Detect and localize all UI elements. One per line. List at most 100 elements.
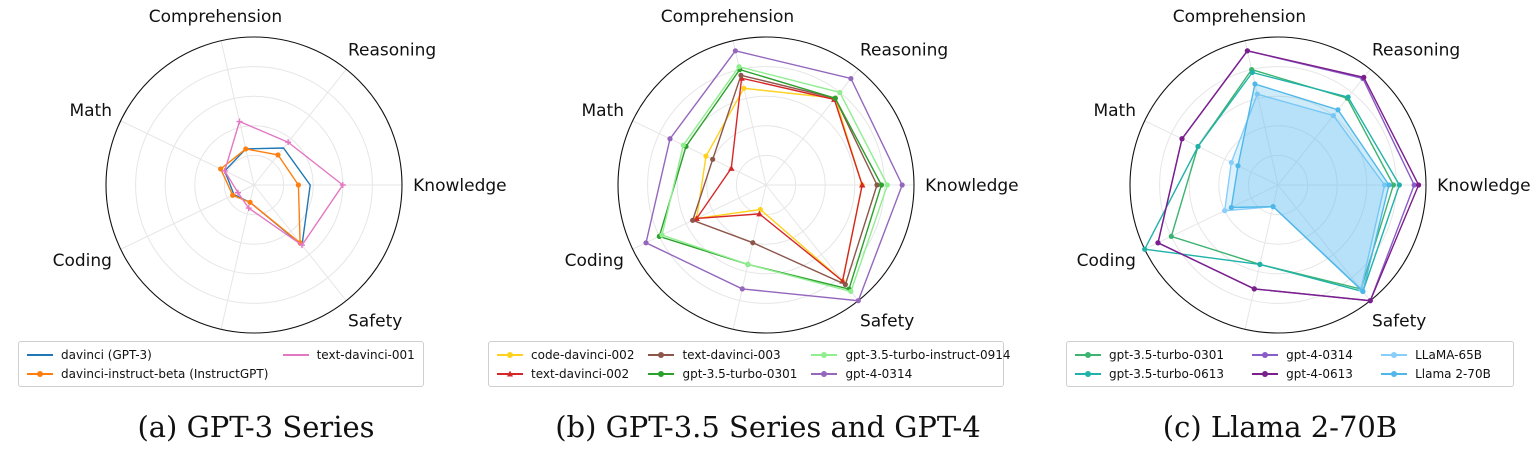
point-text-davinci-001-math [221,167,228,174]
legend-item-davinci-instruct-beta-instructgpt: davinci-instruct-beta (InstructGPT) [27,365,269,382]
point-gpt-4-0314-reasoning [848,75,854,82]
series-line-gpt-4-0613 [1157,50,1420,302]
point-gpt-3-5-turbo-0301-knowledge [1390,182,1397,188]
legend-swatch [1075,350,1101,360]
spoke-multilingual [732,184,767,330]
legend-item-gpt-4-0314: gpt-4-0314 [811,365,1010,382]
point-gpt-3-5-turbo-0613-math [1195,143,1201,150]
axis-label-math: Math [581,101,624,121]
axis-label-safety: Safety [348,311,402,331]
legend-item-text-davinci-001: text-davinci-001 [282,346,415,363]
legend-item-gpt-3-5-turbo-instruct-0914: gpt-3.5-turbo-instruct-0914 [811,346,1010,363]
legend-swatch [1381,350,1408,360]
axis-label-coding: Coding [565,251,624,271]
legend-a: davinci (GPT-3) davinci-instruct-beta (In… [18,341,424,387]
series-line-text-davinci-002 [695,77,863,283]
axis-label-reasoning: Reasoning [1372,41,1460,61]
axis-label-knowledge: Knowledge [413,176,506,196]
point-text-davinci-002-multilingual [756,210,763,217]
legend-item-gpt-3-5-turbo-0301: gpt-3.5-turbo-0301 [1075,346,1238,363]
point-code-davinci-002-comprehension [741,85,747,91]
point-gpt-4-0613-coding [1155,240,1161,246]
spoke-coding [632,184,767,250]
point-text-davinci-003-math [710,156,716,162]
axis-label-reasoning: Reasoning [860,41,948,61]
spoke-reasoning [253,68,347,186]
caption-c: (c) Llama 2-70B [1162,410,1398,444]
axis-label-math: Math [1093,101,1136,121]
point-gpt-3-5-turbo-instruct-0914-comprehension [736,64,742,70]
point-davinci-instruct-beta-instructgpt-coding [230,192,236,198]
point-text-davinci-003-multilingual [750,240,756,246]
point-gpt-3-5-turbo-0613-reasoning [1345,94,1351,100]
spoke-coding [1144,184,1279,250]
radar-chart-b: KnowledgeReasoningComprehensionMathCodin… [565,7,1019,365]
legend-label: gpt-3.5-turbo-0301 [1109,347,1224,362]
axis-label-knowledge: Knowledge [925,176,1018,196]
point-llama-65b-coding [1222,208,1228,214]
point-code-davinci-002-multilingual [757,206,764,213]
point-llama-2-70b-math [1235,163,1241,169]
legend-label: davinci (GPT-3) [61,347,152,362]
legend-swatch [497,350,523,360]
legend-swatch [648,350,675,360]
spoke-math [120,120,255,186]
point-text-davinci-003-safety [842,281,848,288]
axis-label-safety: Safety [860,311,914,331]
outer-ring [105,36,403,334]
legend-label: gpt-3.5-turbo-instruct-0914 [845,347,1011,362]
point-text-davinci-001-comprehension [236,118,243,125]
point-gpt-3-5-turbo-instruct-0914-coding [659,232,665,238]
point-gpt-3-5-turbo-0301-knowledge [878,182,885,188]
point-gpt-4-0314-safety [855,298,861,304]
point-gpt-3-5-turbo-0613-knowledge [1396,182,1402,188]
legend-swatch [1252,350,1279,360]
series-line-text-davinci-001 [223,120,344,247]
point-davinci-instruct-beta-instructgpt-multilingual [247,199,253,205]
axis-label-comprehension: Comprehension [149,7,282,27]
point-text-davinci-001-reasoning [285,139,292,146]
series-line-text-davinci-003 [691,74,878,286]
point-davinci-instruct-beta-instructgpt-reasoning [275,152,281,158]
point-text-davinci-002-math [728,165,735,171]
point-gpt-3-5-turbo-0613-coding [1142,246,1148,252]
point-text-davinci-003-knowledge [874,182,880,188]
point-text-davinci-001-safety [298,242,305,249]
legend-label: code-davinci-002 [531,347,635,362]
legend-label: davinci-instruct-beta (InstructGPT) [61,366,269,381]
point-llama-2-70b-comprehension [1252,81,1258,87]
legend-swatch [27,350,53,360]
point-gpt-3-5-turbo-0613-comprehension [1249,69,1255,76]
spoke-safety [1277,184,1371,302]
point-text-davinci-003-coding [690,217,696,223]
legend-label: gpt-4-0314 [845,366,913,381]
series-line-gpt-3-5-turbo-0613 [1143,71,1401,293]
legend-label: Llama 2-70B [1415,366,1491,381]
axis-label-knowledge: Knowledge [1437,176,1530,196]
legend-item-code-davinci-002: code-davinci-002 [497,346,634,363]
legend-item-gpt-4-0314: gpt-4-0314 [1252,346,1367,363]
point-gpt-4-0613-knowledge [1416,182,1422,188]
point-gpt-4-0314-comprehension [732,48,738,54]
legend-label: text-davinci-003 [682,347,781,362]
point-davinci-instruct-beta-instructgpt-knowledge [295,182,301,188]
point-llama-2-70b-multilingual [1270,204,1276,210]
radar-chart-a: KnowledgeReasoningComprehensionMathCodin… [53,7,507,365]
point-llama-65b-math [1228,159,1234,166]
point-llama-2-70b-safety [1360,288,1366,295]
point-llama-2-70b-knowledge [1386,182,1392,188]
point-gpt-3-5-turbo-0301-coding [1168,233,1174,239]
point-gpt-3-5-turbo-instruct-0914-multilingual [745,261,751,267]
spoke-comprehension [220,40,255,186]
axis-label-safety: Safety [1372,311,1426,331]
legend-swatch [1381,369,1408,379]
point-text-davinci-003-comprehension [738,72,744,78]
legend-swatch [1252,369,1279,379]
point-gpt-4-0314-multilingual [739,286,745,292]
legend-item-text-davinci-002: text-davinci-002 [497,365,634,382]
legend-swatch [1075,369,1101,379]
point-gpt-4-0613-safety [1367,298,1373,304]
caption-a: (a) GPT-3 Series [137,410,375,444]
point-llama-65b-comprehension [1254,91,1260,97]
